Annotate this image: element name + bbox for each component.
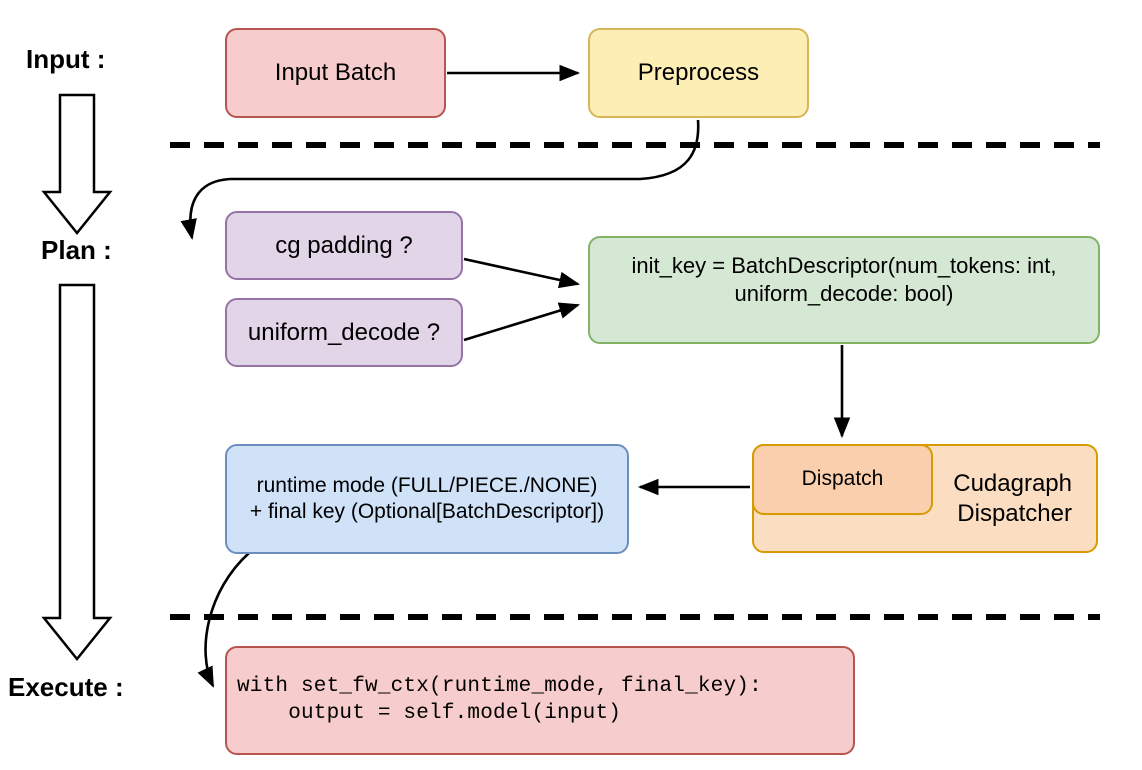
node-cudagraph-dispatcher-label-line1: Cudagraph xyxy=(953,469,1072,497)
node-dispatch-label: Dispatch xyxy=(801,467,884,491)
node-init-key-label-line1: init_key = BatchDescriptor(num_tokens: i… xyxy=(631,253,1057,278)
node-uniform-decode[interactable]: uniform_decode ? xyxy=(225,298,463,367)
node-input-batch-label: Input Batch xyxy=(274,59,397,86)
node-init-key-label-line2: uniform_decode: bool) xyxy=(734,280,954,306)
stage-label-plan: Plan : xyxy=(41,235,112,265)
node-execute-code[interactable]: with set_fw_ctx(runtime_mode, final_key)… xyxy=(225,646,855,755)
connector-preprocess-to-cg-padding xyxy=(180,119,700,241)
node-preprocess[interactable]: Preprocess xyxy=(588,28,809,118)
node-execute-code-line1: with set_fw_ctx(runtime_mode, final_key)… xyxy=(237,675,762,699)
node-init-key[interactable]: init_key = BatchDescriptor(num_tokens: i… xyxy=(588,236,1100,344)
node-cudagraph-dispatcher-label-line2: Dispatcher xyxy=(957,499,1072,527)
node-runtime-mode-label-line2: + final key (Optional[BatchDescriptor]) xyxy=(249,500,605,523)
node-execute-code-line2: output = self.model(input) xyxy=(237,701,622,725)
node-cg-padding-label: cg padding ? xyxy=(275,231,413,259)
connector-uniform-decode-to-init-key xyxy=(463,302,580,342)
flow-arrow-input-to-plan xyxy=(41,93,113,235)
node-runtime-mode[interactable]: runtime mode (FULL/PIECE./NONE) + final … xyxy=(225,444,629,554)
connector-runtime-mode-to-execute-code xyxy=(197,552,250,688)
node-runtime-mode-label-line1: runtime mode (FULL/PIECE./NONE) xyxy=(256,473,598,497)
flow-arrow-plan-to-execute xyxy=(41,283,113,661)
stage-label-input: Input : xyxy=(26,44,106,74)
node-input-batch[interactable]: Input Batch xyxy=(225,28,446,118)
node-cg-padding[interactable]: cg padding ? xyxy=(225,211,463,280)
node-dispatch[interactable]: Dispatch xyxy=(752,444,933,515)
connector-cg-padding-to-init-key xyxy=(463,257,581,289)
node-uniform-decode-label: uniform_decode ? xyxy=(247,318,441,346)
stage-label-execute: Execute : xyxy=(8,672,124,702)
node-preprocess-label: Preprocess xyxy=(637,59,760,86)
